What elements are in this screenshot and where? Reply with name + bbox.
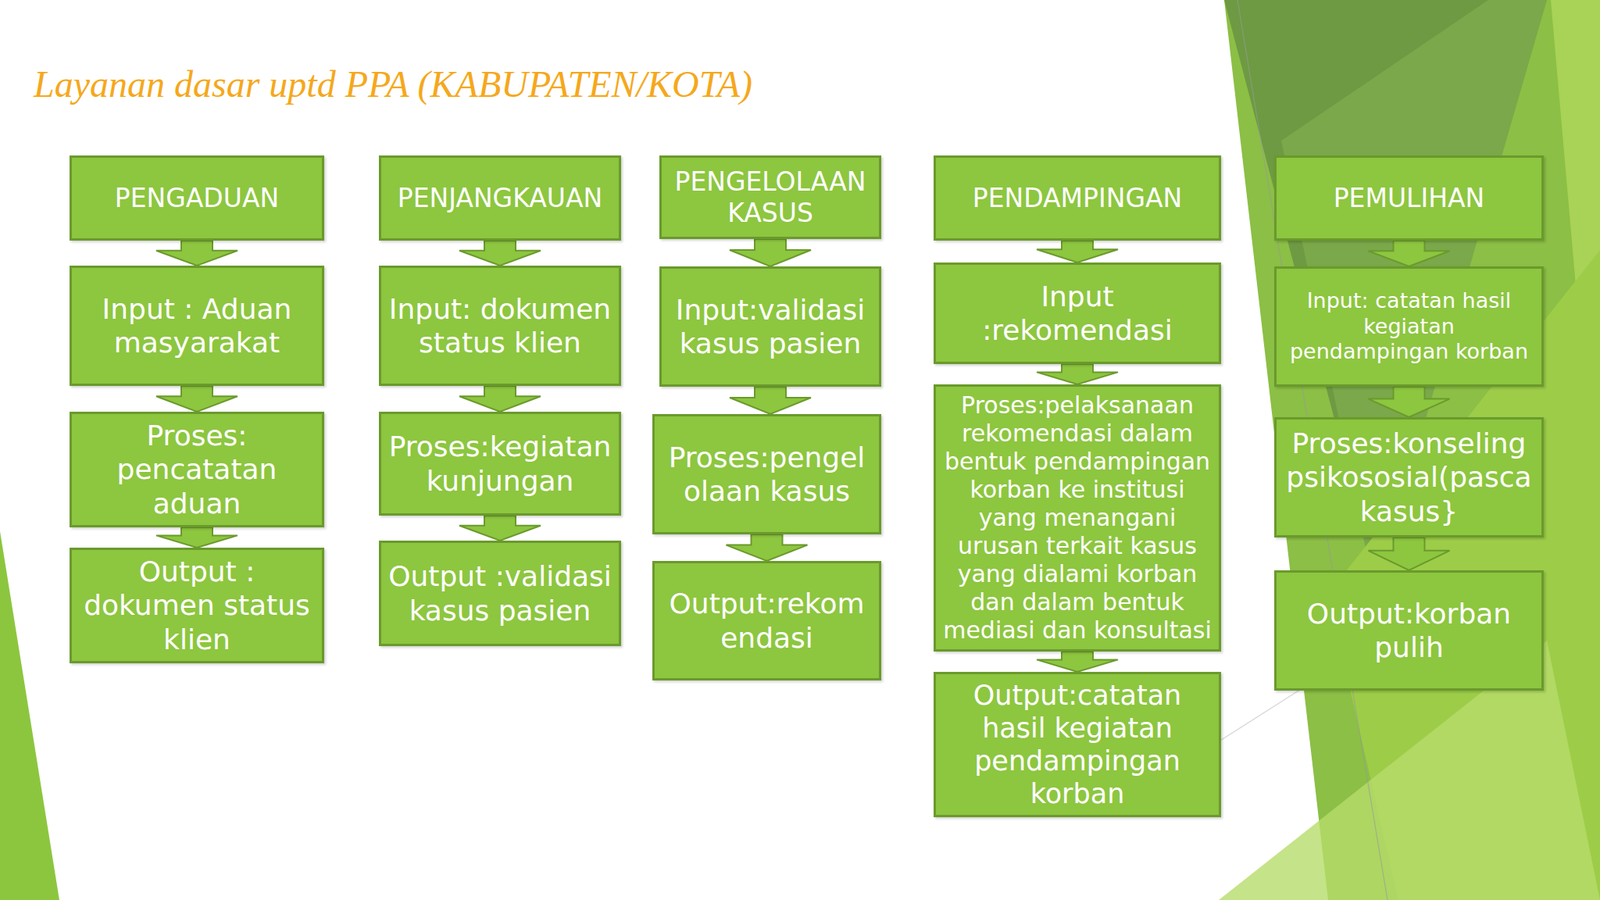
- block-arrow: [726, 534, 808, 561]
- process-box: Output:rekomendasi: [652, 560, 882, 681]
- process-box: Proses:konseling psikososial(pasca kasus…: [1274, 417, 1544, 538]
- process-box: Output :validasi kasus pasien: [378, 540, 622, 647]
- process-box: Input :rekomendasi: [933, 262, 1222, 365]
- diagram-title: Layanan dasar uptd PPA (KABUPATEN/KOTA): [33, 62, 753, 106]
- block-arrow: [459, 240, 541, 266]
- process-box: Output : dokumen status klien: [69, 547, 325, 664]
- box-text: PENGADUAN: [78, 182, 316, 215]
- box-text: Proses: pencatatan aduan: [78, 418, 316, 521]
- block-arrow: [1036, 240, 1118, 263]
- stage-header-box: PENJANGKAUAN: [378, 155, 622, 241]
- box-text: Proses:konseling psikososial(pasca kasus…: [1282, 426, 1536, 529]
- process-box: Proses:pelaksanaan rekomendasi dalam ben…: [933, 384, 1222, 652]
- block-arrow: [1368, 240, 1450, 267]
- left-green-sliver: [0, 531, 60, 900]
- box-text: PENGELOLAAN KASUS: [667, 166, 873, 229]
- box-text: Output:korban pulih: [1282, 596, 1536, 665]
- process-box: Input : Aduan masyarakat: [69, 265, 325, 386]
- box-text: Input : Aduan masyarakat: [78, 292, 316, 360]
- box-text: Output:rekomendasi: [660, 586, 873, 654]
- block-arrow: [1368, 537, 1450, 571]
- box-text: Input:validasi kasus pasien: [667, 292, 873, 361]
- process-box: Proses:kegiatan kunjungan: [378, 411, 622, 516]
- block-arrow: [156, 240, 238, 266]
- box-text: Proses:kegiatan kunjungan: [387, 429, 613, 497]
- block-arrow: [156, 385, 238, 412]
- process-box: Input:validasi kasus pasien: [659, 266, 882, 387]
- block-arrow: [459, 515, 541, 541]
- process-box: Input: dokumen status klien: [378, 265, 622, 386]
- process-box: Proses: pencatatan aduan: [69, 411, 325, 528]
- process-box: Output:catatan hasil kegiatan pendamping…: [933, 671, 1222, 818]
- box-text: PENDAMPINGAN: [942, 182, 1213, 215]
- box-text: Output:catatan hasil kegiatan pendamping…: [942, 678, 1213, 811]
- block-arrow: [729, 239, 811, 267]
- stage-header-box: PEMULIHAN: [1274, 155, 1544, 241]
- box-text: Output :validasi kasus pasien: [387, 559, 613, 627]
- process-box: Proses:pengelolaan kasus: [652, 414, 882, 535]
- block-arrow: [156, 527, 238, 548]
- box-text: Output : dokumen status klien: [78, 554, 316, 657]
- box-text: Proses:pengelolaan kasus: [660, 440, 873, 508]
- process-box: Input: catatan hasil kegiatan pendamping…: [1274, 266, 1544, 387]
- block-arrow: [459, 385, 541, 412]
- block-arrow: [729, 386, 811, 415]
- process-box: Output:korban pulih: [1274, 570, 1544, 691]
- block-arrow: [1036, 364, 1118, 385]
- box-text: Input: dokumen status klien: [387, 292, 613, 360]
- block-arrow: [1368, 386, 1450, 418]
- box-text: PEMULIHAN: [1282, 182, 1536, 215]
- box-text: Input: catatan hasil kegiatan pendamping…: [1282, 288, 1536, 365]
- stage-header-box: PENGELOLAAN KASUS: [659, 155, 882, 240]
- stage-header-box: PENGADUAN: [69, 155, 325, 241]
- box-text: Proses:pelaksanaan rekomendasi dalam ben…: [942, 391, 1213, 645]
- box-text: Input :rekomendasi: [942, 279, 1213, 347]
- box-text: PENJANGKAUAN: [387, 182, 613, 215]
- block-arrow: [1036, 651, 1118, 672]
- stage-header-box: PENDAMPINGAN: [933, 155, 1222, 241]
